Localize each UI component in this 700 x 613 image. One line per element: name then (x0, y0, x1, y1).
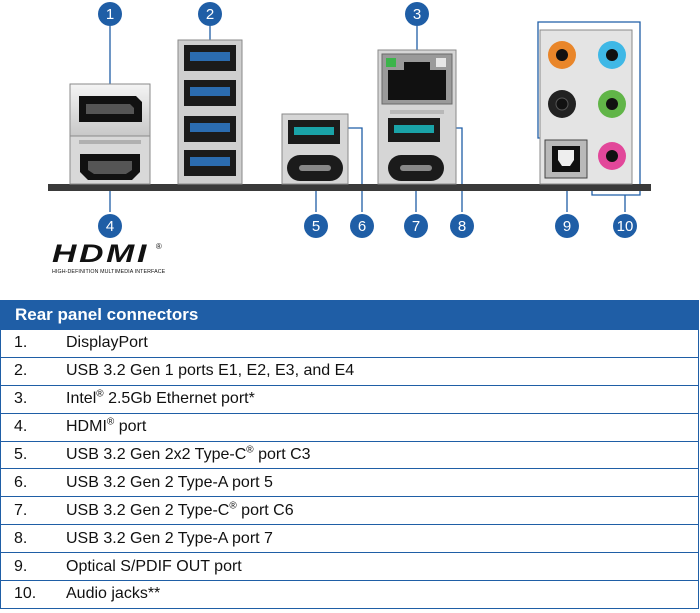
audio-jack-cyan-icon (598, 41, 626, 69)
row-text-pre: HDMI (66, 418, 107, 436)
callout-number: 4 (106, 218, 114, 235)
hdmi-logo-registered: ® (155, 242, 162, 251)
ethernet-usb-block (377, 49, 457, 185)
row-description: HDMI® port (66, 413, 699, 442)
callout-badge-10: 10 (613, 214, 637, 238)
displayport-hdmi-block (69, 83, 151, 185)
row-number: 3. (0, 385, 66, 414)
callout-number: 2 (206, 6, 214, 23)
callout-badge-4: 4 (98, 214, 122, 238)
usb-a-port-e1-icon (184, 45, 236, 71)
usb-a-port-e2-icon (184, 80, 236, 106)
callout-badge-1: 1 (98, 2, 122, 26)
row-description: Audio jacks** (66, 580, 699, 609)
audio-jack-pink-icon (598, 142, 626, 170)
table-row: 10.Audio jacks** (0, 580, 699, 609)
row-description: DisplayPort (66, 329, 699, 358)
audio-jack-green-icon (598, 90, 626, 118)
row-description: USB 3.2 Gen 1 ports E1, E2, E3, and E4 (66, 357, 699, 386)
row-description: Optical S/PDIF OUT port (66, 552, 699, 582)
row-text-pre: USB 3.2 Gen 2 Type-C (66, 501, 230, 519)
row-number: 8. (0, 524, 66, 554)
table-row: 6.USB 3.2 Gen 2 Type-A port 5 (0, 468, 699, 498)
row-text-post: port (114, 418, 147, 436)
row-text-pre: USB 3.2 Gen 2x2 Type-C (66, 446, 247, 463)
row-text-post: port C3 (253, 446, 311, 463)
row-description: USB 3.2 Gen 2 Type-C® port C6 (66, 496, 699, 526)
table-row: 2.USB 3.2 Gen 1 ports E1, E2, E3, and E4 (0, 357, 699, 386)
row-text-pre: Intel (66, 390, 97, 408)
row-description: Intel® 2.5Gb Ethernet port* (66, 385, 699, 414)
row-description: USB 3.2 Gen 2x2 Type-C® port C3 (66, 441, 699, 470)
audio-jack-orange-icon (548, 41, 576, 69)
table-row: 8.USB 3.2 Gen 2 Type-A port 7 (0, 524, 699, 554)
hdmi-logo-tagline: HIGH-DEFINITION MULTIMEDIA INTERFACE (52, 269, 166, 275)
row-number: 9. (0, 552, 66, 582)
usb-a-port-e3-icon (184, 116, 236, 142)
usb-a-port-e4-icon (184, 150, 236, 176)
callout-number: 1 (106, 6, 114, 23)
callout-number: 6 (358, 218, 366, 235)
callout-number: 7 (412, 218, 420, 235)
callout-number: 8 (458, 218, 466, 235)
row-number: 2. (0, 357, 66, 386)
ethernet-led-white (436, 58, 446, 67)
row-description: USB 3.2 Gen 2 Type-A port 5 (66, 468, 699, 498)
row-number: 4. (0, 413, 66, 442)
usb-gen1-stack (177, 39, 243, 185)
callout-number: 3 (413, 6, 421, 23)
audio-jack-black-icon (548, 90, 576, 118)
audio-block (539, 29, 633, 185)
hdmi-logo-word: HDMI (52, 240, 150, 268)
registered-mark: ® (229, 500, 237, 512)
board-edge (48, 184, 651, 191)
callout-badge-5: 5 (304, 214, 328, 238)
callout-number: 10 (617, 218, 634, 235)
callout-badge-7: 7 (404, 214, 428, 238)
registered-mark: ® (96, 388, 104, 400)
usb-c3-port5-block (281, 113, 349, 185)
ethernet-led-green (386, 58, 396, 67)
callout-number: 5 (312, 218, 320, 235)
optical-spdif-port-icon (544, 139, 588, 179)
row-number: 1. (0, 329, 66, 358)
rear-io-diagram: 1 2 3 4 5 6 7 8 9 10 (48, 2, 651, 238)
table-row: 3.Intel® 2.5Gb Ethernet port* (0, 385, 699, 414)
callout-badge-3: 3 (405, 2, 429, 26)
table-header: Rear panel connectors (0, 300, 699, 330)
table-row: 1.DisplayPort (0, 329, 699, 358)
row-number: 7. (0, 496, 66, 526)
row-description: USB 3.2 Gen 2 Type-A port 7 (66, 524, 699, 554)
table-row: 4.HDMI® port (0, 413, 699, 442)
table-row: 9.Optical S/PDIF OUT port (0, 552, 699, 582)
row-number: 5. (0, 441, 66, 470)
callout-badge-9: 9 (555, 214, 579, 238)
row-number: 10. (0, 580, 66, 609)
row-text-post: 2.5Gb Ethernet port* (103, 390, 255, 408)
callout-badge-2: 2 (198, 2, 222, 26)
table-row: 5.USB 3.2 Gen 2x2 Type-C® port C3 (0, 441, 699, 470)
registered-mark: ® (106, 416, 115, 428)
row-number: 6. (0, 468, 66, 498)
callout-number: 9 (563, 218, 571, 235)
table-row: 7.USB 3.2 Gen 2 Type-C® port C6 (0, 496, 699, 526)
callout-badge-8: 8 (450, 214, 474, 238)
row-text-post: port C6 (236, 501, 294, 519)
callout-badge-6: 6 (350, 214, 374, 238)
callout-badges: 1 2 3 4 5 6 7 8 9 10 (98, 2, 637, 238)
registered-mark: ® (246, 444, 254, 456)
hdmi-logo: HDMI ® HIGH-DEFINITION MULTIMEDIA INTERFA… (52, 240, 172, 276)
